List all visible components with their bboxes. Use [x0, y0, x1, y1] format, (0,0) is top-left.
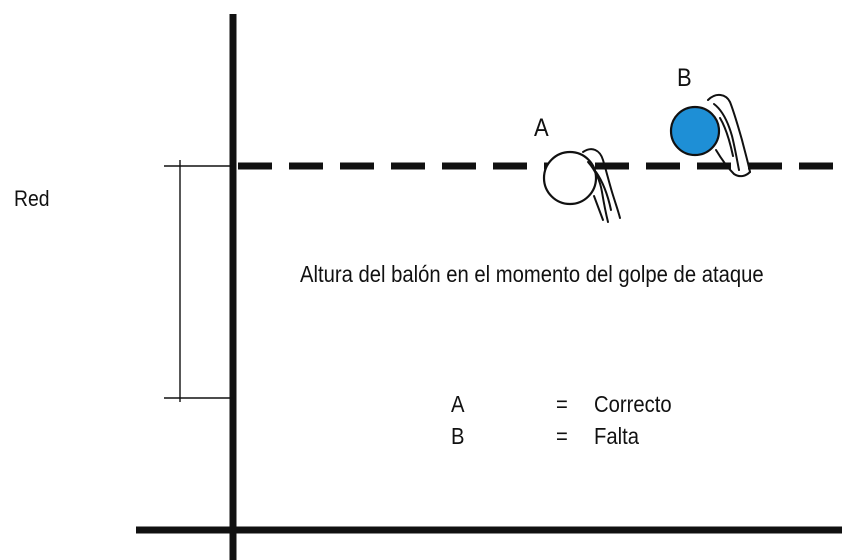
legend-letter-b: B [451, 423, 465, 449]
legend-value-b: Falta [594, 423, 640, 449]
diagram-caption: Altura del balón en el momento del golpe… [300, 261, 764, 287]
legend-equals-b: = [556, 423, 568, 449]
net-label: Red [14, 186, 50, 211]
net-height-bracket [164, 160, 233, 402]
legend-value-a: Correcto [594, 391, 672, 417]
ball-a-label: A [534, 114, 549, 142]
ball-b-label: B [677, 64, 692, 92]
hand-b-icon [707, 94, 751, 178]
ball-a [542, 150, 598, 206]
legend-letter-a: A [451, 391, 465, 417]
ball-b [669, 105, 721, 157]
legend-equals-a: = [556, 391, 568, 417]
hand-a-icon [582, 148, 621, 223]
